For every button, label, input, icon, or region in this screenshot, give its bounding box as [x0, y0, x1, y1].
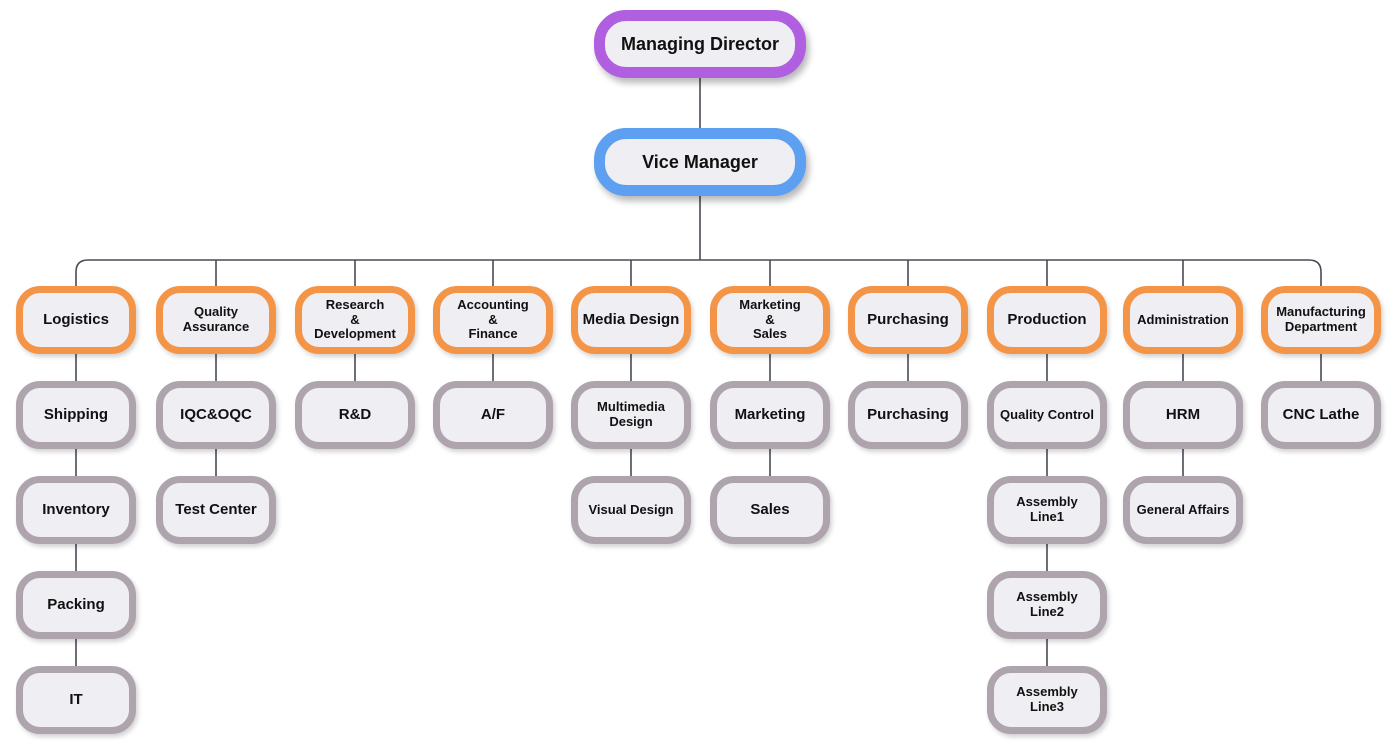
dept-label-line: Media Design — [582, 311, 680, 329]
dept-label-line: & — [488, 311, 498, 327]
dept-label-line: Manufacturing — [1276, 304, 1366, 320]
unit-label-line: Packing — [47, 596, 105, 614]
unit-node-marketing[interactable]: Marketing — [710, 381, 830, 449]
dept-node-purchasing[interactable]: Purchasing — [848, 286, 968, 354]
unit-node-a-f[interactable]: A/F — [433, 381, 553, 449]
unit-node-cnc-lathe[interactable]: CNC Lathe — [1261, 381, 1381, 449]
unit-label-line: HRM — [1165, 406, 1201, 424]
unit-label-line: Purchasing — [867, 406, 949, 424]
node-label: Managing Director — [620, 33, 780, 54]
unit-label-line: Line3 — [1030, 699, 1064, 714]
unit-label-line: Assembly — [1016, 684, 1078, 700]
dept-label-line: Development — [314, 326, 396, 342]
unit-label-line: Line1 — [1030, 509, 1064, 524]
unit-node-test-center[interactable]: Test Center — [156, 476, 276, 544]
dept-label-line: Logistics — [43, 311, 109, 329]
unit-label-line: Shipping — [43, 406, 109, 424]
dept-label-line: Accounting — [457, 296, 529, 312]
unit-label-line: Assembly — [1016, 589, 1078, 605]
unit-node-visual-design[interactable]: Visual Design — [571, 476, 691, 544]
unit-node-randd[interactable]: R&D — [295, 381, 415, 449]
dept-node-research-and-development[interactable]: Research&Development — [295, 286, 415, 354]
dept-node-logistics[interactable]: Logistics — [16, 286, 136, 354]
dept-label-line: Assurance — [182, 319, 250, 334]
dept-label-line: Quality — [193, 304, 239, 320]
dept-label-line: Purchasing — [867, 311, 949, 329]
unit-label-line: Marketing — [734, 406, 806, 424]
dept-label-line: Administration — [1137, 311, 1229, 327]
dept-label-line: & — [765, 311, 775, 327]
dept-label-line: Finance — [468, 326, 518, 342]
node-label: Vice Manager — [642, 151, 758, 172]
node-vice-manager[interactable]: Vice Manager — [594, 128, 806, 196]
dept-node-administration[interactable]: Administration — [1123, 286, 1243, 354]
unit-label-line: CNC Lathe — [1282, 406, 1360, 424]
dept-node-marketing-and-sales[interactable]: Marketing&Sales — [710, 286, 830, 354]
dept-node-production[interactable]: Production — [987, 286, 1107, 354]
unit-label-line: Inventory — [42, 501, 110, 519]
dept-node-media-design[interactable]: Media Design — [571, 286, 691, 354]
unit-node-packing[interactable]: Packing — [16, 571, 136, 639]
node-managing-director[interactable]: Managing Director — [594, 10, 806, 78]
unit-label-line: Line2 — [1030, 604, 1064, 619]
dept-label-line: & — [350, 311, 360, 327]
unit-label-line: Visual Design — [588, 501, 674, 517]
unit-label-line: Design — [609, 414, 653, 429]
unit-label-line: IQC&OQC — [180, 406, 252, 424]
dept-label-line: Department — [1284, 319, 1358, 334]
unit-node-hrm[interactable]: HRM — [1123, 381, 1243, 449]
unit-label-line: Quality Control — [1000, 406, 1094, 422]
unit-node-shipping[interactable]: Shipping — [16, 381, 136, 449]
dept-label-line: Sales — [753, 326, 787, 342]
unit-label-line: General Affairs — [1136, 501, 1230, 517]
dept-label-line: Marketing — [739, 296, 801, 312]
unit-node-inventory[interactable]: Inventory — [16, 476, 136, 544]
unit-label-line: R&D — [338, 406, 372, 424]
unit-label-line: Multimedia — [597, 399, 665, 415]
dept-label-line: Research — [325, 296, 385, 312]
unit-node-iqcandoqc[interactable]: IQC&OQC — [156, 381, 276, 449]
department-bus-line — [75, 259, 1322, 286]
unit-node-general-affairs[interactable]: General Affairs — [1123, 476, 1243, 544]
unit-node-quality-control[interactable]: Quality Control — [987, 381, 1107, 449]
unit-node-it[interactable]: IT — [16, 666, 136, 734]
unit-label-line: Test Center — [175, 501, 257, 519]
unit-label-line: A/F — [480, 406, 506, 424]
dept-label-line: Production — [1007, 311, 1087, 329]
unit-label-line: Sales — [750, 501, 790, 519]
unit-label-line: Assembly — [1016, 494, 1078, 510]
unit-node-purchasing[interactable]: Purchasing — [848, 381, 968, 449]
unit-label-line: IT — [69, 691, 83, 709]
unit-node-sales[interactable]: Sales — [710, 476, 830, 544]
dept-node-accounting-and-finance[interactable]: Accounting&Finance — [433, 286, 553, 354]
